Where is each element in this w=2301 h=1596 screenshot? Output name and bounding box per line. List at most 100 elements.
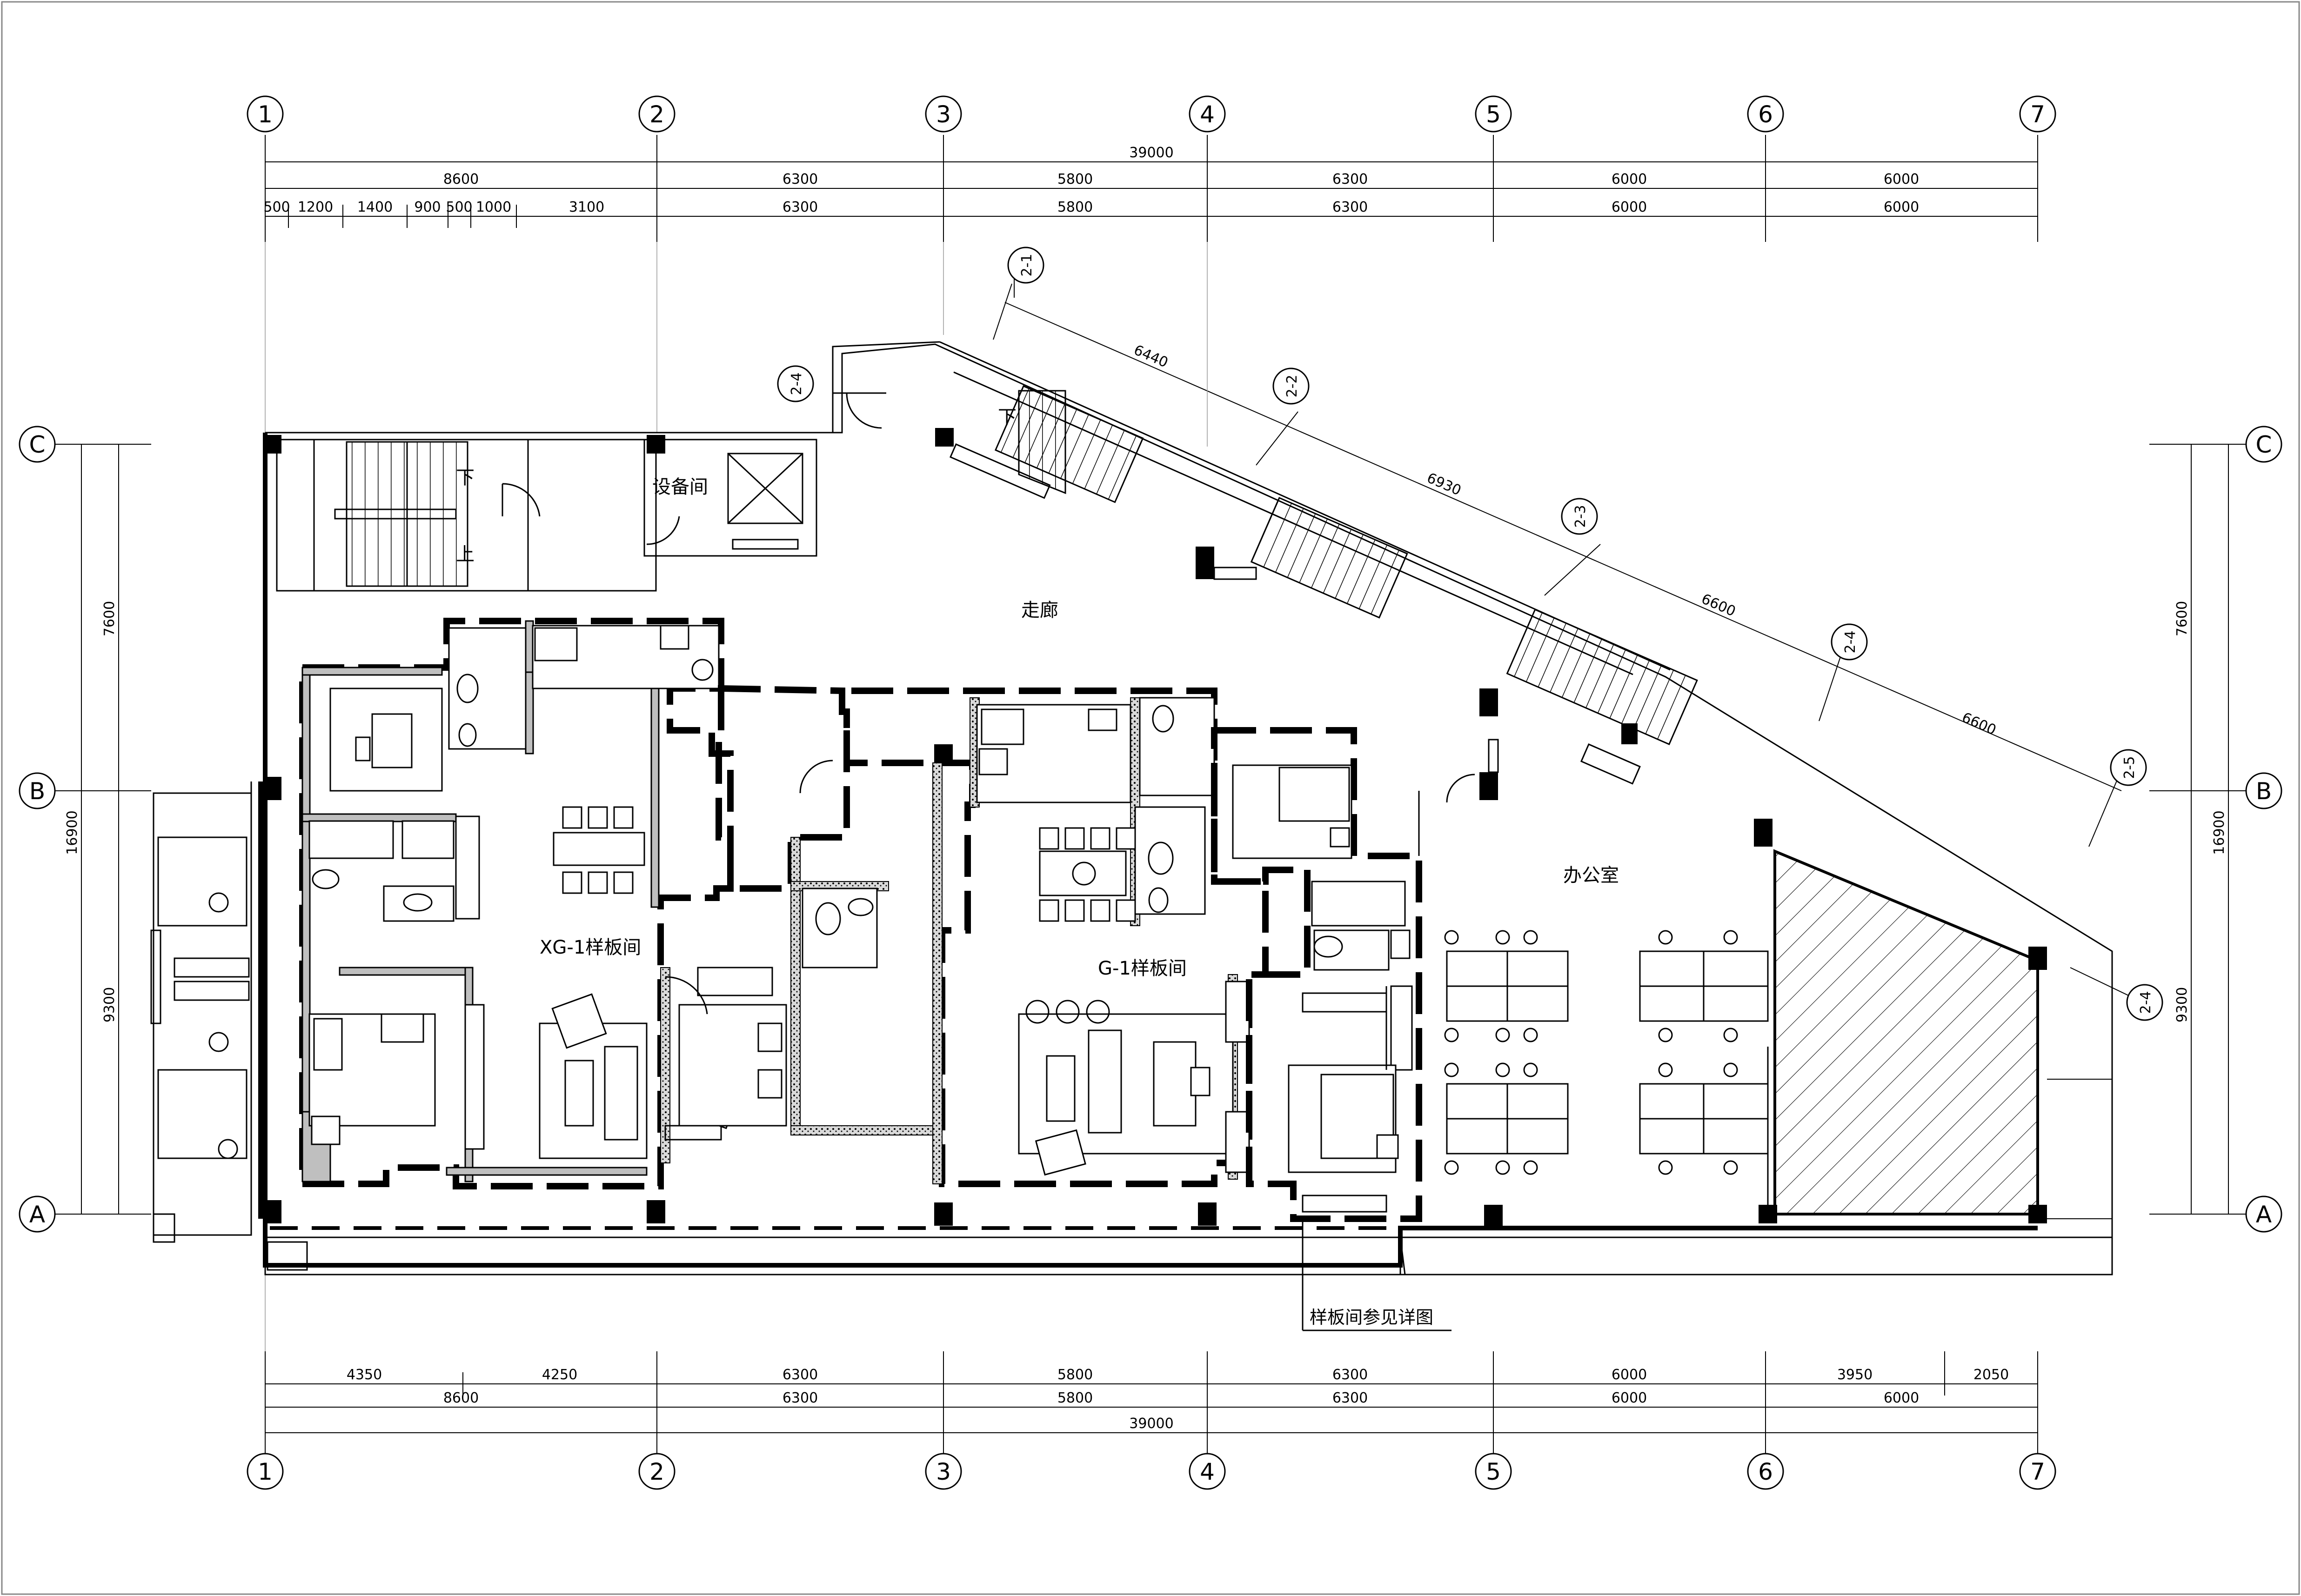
axis-2-4: 2-4 <box>1842 631 1859 654</box>
top-dim2-4: 900 <box>414 199 441 215</box>
desk-cluster-1 <box>1444 930 1569 1042</box>
left-dim-2: 9300 <box>101 987 118 1022</box>
axis-2-4-corner: 2-4 <box>2138 991 2154 1014</box>
axis-2-2: 2-2 <box>1284 375 1300 398</box>
axis-1-top: 1 <box>258 101 273 128</box>
stair-core: 下 上 设备间 <box>263 392 1051 592</box>
right-dimensions: 7600 9300 16900 <box>2149 444 2247 1215</box>
top-dim2-10: 6300 <box>1332 199 1368 215</box>
axis-5-top: 5 <box>1486 101 1501 128</box>
desk-cluster-3 <box>1444 1062 1569 1175</box>
axis-2-bottom: 2 <box>649 1458 664 1485</box>
bottom-dim2-1: 8600 <box>443 1390 479 1406</box>
desk-cluster-2 <box>1639 930 1769 1042</box>
equipment-room-label: 设备间 <box>652 476 708 498</box>
bottom-dim-5: 6300 <box>1332 1367 1368 1383</box>
top-axis-bubbles: 1 2 3 4 5 6 7 <box>247 95 2056 133</box>
top-dim-5: 6000 <box>1612 171 1647 187</box>
detail-note-text: 样板间参见详图 <box>1310 1307 1433 1328</box>
axis-7-top: 7 <box>2030 101 2045 128</box>
right-axis-bubbles: C B A <box>2245 426 2282 1233</box>
top-dim2-2: 1200 <box>298 199 333 215</box>
diagonal-stair: 下 <box>994 385 1773 847</box>
axis-2-5: 2-5 <box>2121 756 2138 779</box>
right-dim-2: 9300 <box>2174 987 2190 1022</box>
axis-a-right: A <box>2256 1201 2272 1228</box>
bottom-dim-1: 4350 <box>347 1367 382 1383</box>
left-dimensions: 16900 7600 9300 <box>55 444 151 1215</box>
slanted-dim-3: 6600 <box>1699 591 1738 620</box>
top-dim-2: 6300 <box>783 171 818 187</box>
axis-2-3: 2-3 <box>1572 505 1589 528</box>
axis-1-bottom: 1 <box>258 1458 273 1485</box>
bottom-dim2-5: 6000 <box>1612 1390 1647 1406</box>
right-dim-1: 7600 <box>2174 601 2190 636</box>
slanted-dim-4: 6600 <box>1960 709 1999 739</box>
unit-xg-1: XG-1样板间 <box>263 618 734 1223</box>
axis-2-1: 2-1 <box>1019 254 1035 277</box>
axis-4-top: 4 <box>1200 101 1215 128</box>
left-dim-1: 7600 <box>101 601 118 636</box>
top-dim2-6: 1000 <box>476 199 511 215</box>
bottom-dim-3: 6300 <box>783 1367 818 1383</box>
unit-g-1: G-1样板间 <box>790 688 1269 1226</box>
top-dimensions: 39000 8600 6300 5800 6300 6000 6000 500 … <box>263 135 2038 242</box>
bottom-dim2-4: 6300 <box>1332 1390 1368 1406</box>
bottom-total-dim: 39000 <box>1129 1416 1173 1432</box>
top-dim2-9: 5800 <box>1057 199 1093 215</box>
top-dim2-11: 6000 <box>1612 199 1647 215</box>
axis-4-bottom: 4 <box>1200 1458 1215 1485</box>
axis-b-right: B <box>2256 778 2272 805</box>
top-dim2-8: 6300 <box>783 199 818 215</box>
sample-g-label: G-1样板间 <box>1098 958 1187 979</box>
bottom-dim2-2: 6300 <box>783 1390 818 1406</box>
top-dim2-1: 500 <box>263 199 290 215</box>
axis-2-4-door: 2-4 <box>789 373 805 395</box>
top-dim2-5: 500 <box>446 199 472 215</box>
office-balcony <box>1759 849 2112 1223</box>
bottom-axis-bubbles: 1 2 3 4 5 6 7 <box>247 1453 2056 1490</box>
bottom-dim-7: 3950 <box>1837 1367 1873 1383</box>
axis-7-bottom: 7 <box>2030 1458 2045 1485</box>
axis-3-bottom: 3 <box>936 1458 951 1485</box>
slanted-axis-bubbles: 2-1 2-2 2-3 2-4 2-5 2-4 2-4 <box>777 247 2163 1021</box>
office-label: 办公室 <box>1563 865 1619 886</box>
detail-note: 样板间参见详图 <box>1302 1219 1452 1331</box>
right-total-dim: 16900 <box>2211 810 2227 855</box>
left-external-rooms <box>150 792 252 1243</box>
desk-cluster-4 <box>1639 1062 1769 1175</box>
bottom-dim-6: 6000 <box>1612 1367 1647 1383</box>
top-dim-1: 8600 <box>443 171 479 187</box>
stair-up-label: 上 <box>456 544 475 565</box>
axis-b-left: B <box>29 778 45 805</box>
top-total-dim: 39000 <box>1129 145 1173 161</box>
bottom-dim-2: 4250 <box>542 1367 577 1383</box>
axis-c-left: C <box>29 431 46 458</box>
axis-c-right: C <box>2256 431 2272 458</box>
top-dim-6: 6000 <box>1884 171 1919 187</box>
left-total-dim: 16900 <box>64 810 80 855</box>
top-dim2-3: 1400 <box>357 199 393 215</box>
left-axis-bubbles: C B A <box>19 426 56 1233</box>
unit-right-bedrooms <box>1211 727 1422 1222</box>
office-area: 办公室 走廊 <box>1021 600 1769 1226</box>
axis-a-left: A <box>29 1201 45 1228</box>
sample-xg-label: XG-1样板间 <box>540 937 641 958</box>
diagonal-stair-down-label: 下 <box>998 407 1017 428</box>
axis-2-top: 2 <box>649 101 664 128</box>
corridor-label: 走廊 <box>1021 600 1058 621</box>
bottom-dim2-3: 5800 <box>1057 1390 1093 1406</box>
axis-6-bottom: 6 <box>1758 1458 1773 1485</box>
bottom-dim-4: 5800 <box>1057 1367 1093 1383</box>
top-dim-3: 5800 <box>1057 171 1093 187</box>
axis-3-top: 3 <box>936 101 951 128</box>
top-dim2-12: 6000 <box>1884 199 1919 215</box>
bottom-dim-8: 2050 <box>1973 1367 2009 1383</box>
top-dim-4: 6300 <box>1332 171 1368 187</box>
top-dim2-7: 3100 <box>569 199 604 215</box>
axis-6-top: 6 <box>1758 101 1773 128</box>
stair-down-label: 下 <box>456 467 475 488</box>
bottom-dimensions: 4350 4250 6300 5800 6300 6000 3950 2050 … <box>265 1351 2038 1456</box>
